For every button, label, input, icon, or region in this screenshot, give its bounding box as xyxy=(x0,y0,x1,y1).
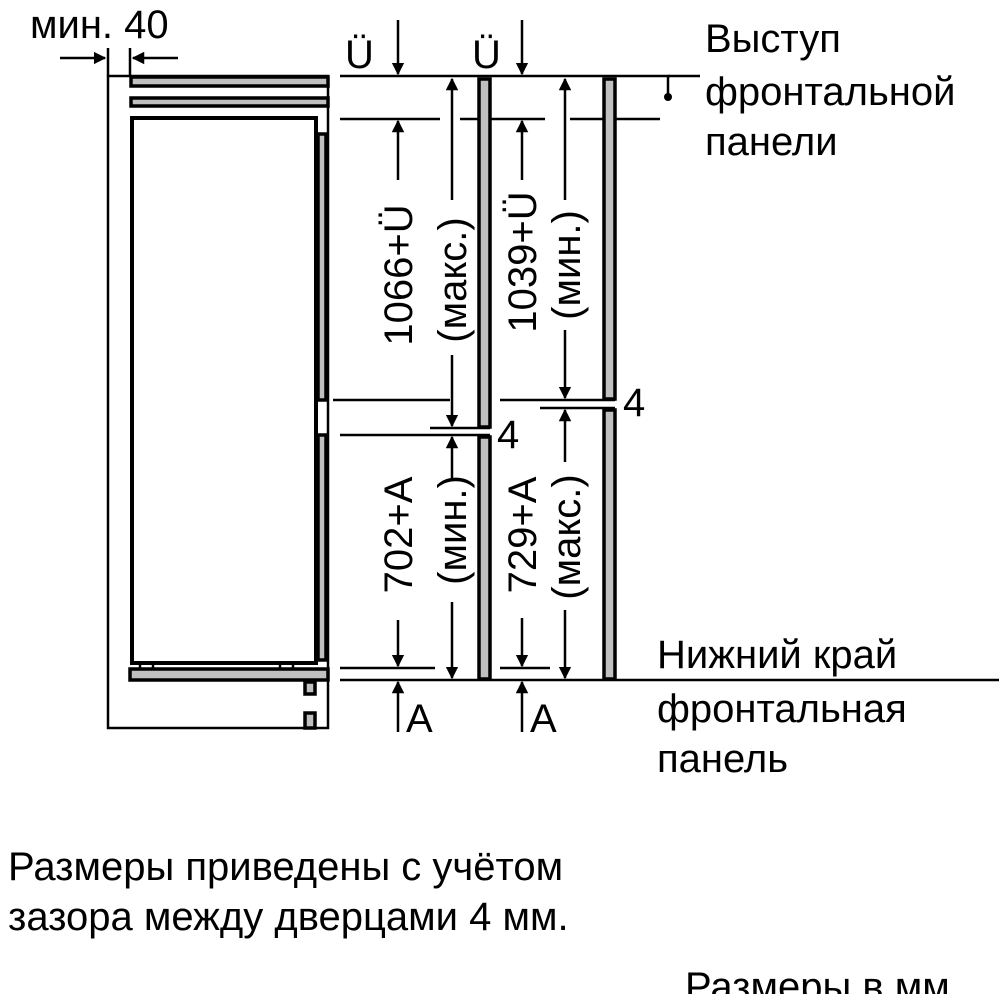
top-callout-line-3: панели xyxy=(705,120,838,164)
a-label-1: A xyxy=(406,697,433,741)
note-line-2: зазора между дверцами 4 мм. xyxy=(8,895,569,939)
upper-dimension-arrows xyxy=(391,77,572,428)
lower-dimension-arrows xyxy=(391,408,572,732)
dim-upper-max-note: (макс.) xyxy=(431,217,475,342)
bottom-callout-line-1: Нижний край xyxy=(657,633,897,677)
note-line-1: Размеры приведены с учётом xyxy=(8,845,563,889)
clearance-dimension xyxy=(60,48,178,76)
dim-lower-max-note: (макс.) xyxy=(545,474,589,599)
front-panel-upper-1 xyxy=(477,77,492,429)
front-panel-lower-2 xyxy=(602,408,617,681)
a-label-2: A xyxy=(530,697,557,741)
dim-lower-min-note: (мин.) xyxy=(431,475,475,585)
bottom-callout-line-2: фронтальная xyxy=(657,687,907,731)
u-label-2: Ü xyxy=(472,33,501,77)
reference-lines xyxy=(333,74,999,682)
clearance-label: мин. 40 xyxy=(30,3,169,47)
gap-label-1: 4 xyxy=(497,413,519,457)
dim-upper-min-note: (мин.) xyxy=(545,210,589,320)
u-label-1: Ü xyxy=(345,33,374,77)
front-panel-upper-2 xyxy=(602,77,617,401)
dim-lower-min: 702+A xyxy=(377,476,421,593)
gap-label-2: 4 xyxy=(623,381,645,425)
dim-lower-max: 729+A xyxy=(501,476,545,593)
dim-upper-max: 1066+Ü xyxy=(377,204,421,345)
bottom-callout-line-3: панель xyxy=(657,737,788,781)
top-callout-leader xyxy=(664,74,700,101)
units-note: Размеры в мм xyxy=(685,965,950,994)
top-callout-line-1: Выступ xyxy=(705,17,841,61)
front-panel-lower-1 xyxy=(477,435,492,681)
appliance-drawing xyxy=(106,74,330,730)
top-callout-line-2: фронтальной xyxy=(705,70,955,114)
dim-upper-min: 1039+Ü xyxy=(501,191,545,332)
